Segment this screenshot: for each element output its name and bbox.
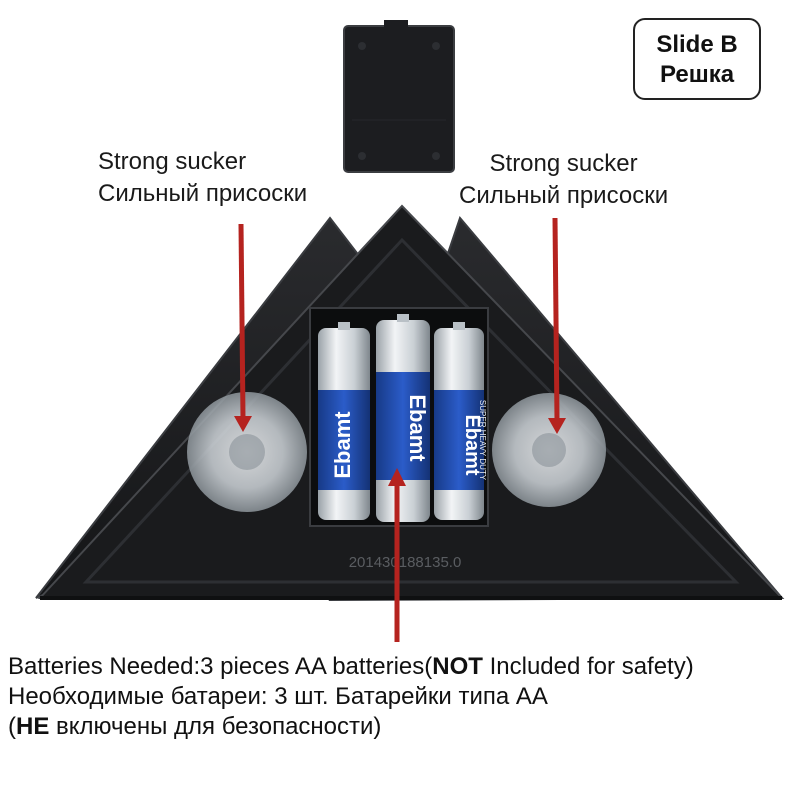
caption-line-1-prefix: Batteries Needed:3 pieces AA batteries( — [8, 653, 433, 680]
caption-line-3-bold: НЕ — [16, 713, 50, 740]
battery-brand-3: Ebamt — [461, 414, 483, 475]
batteries: Ebamt Ebamt Ebamt SUPER HEAVY DUTY — [318, 314, 487, 522]
caption-line-1-bold: NOT — [432, 653, 483, 680]
caption-line-3-suffix: включены для безопасности) — [49, 713, 382, 740]
battery-spec-label: SUPER HEAVY DUTY — [478, 400, 487, 481]
battery-3 — [434, 322, 484, 520]
arrow-right — [548, 217, 566, 434]
sucker-label-right-en: Strong sucker — [489, 150, 638, 177]
sucker-label-left-ru: Сильный присоски — [98, 180, 308, 207]
sucker-label-right: Strong sucker Сильный присоски — [459, 148, 668, 212]
arrow-center — [388, 468, 406, 642]
suction-cup-left — [187, 392, 307, 512]
badge-line-1: Slide B — [656, 31, 738, 58]
slide-badge: Slide B Решка — [633, 18, 761, 100]
caption-line-3: (НЕ включены для безопасности) — [8, 712, 798, 742]
caption-line-1-suffix: Included for safety) — [482, 653, 694, 680]
battery-caption: Batteries Needed:3 pieces AA batteries(N… — [8, 652, 798, 742]
battery-2 — [376, 314, 430, 522]
caption-line-3-prefix: ( — [8, 713, 16, 740]
arrows — [234, 217, 566, 642]
suction-cup-right — [492, 393, 606, 507]
arrow-left — [234, 223, 252, 432]
sucker-label-left-en: Strong sucker — [98, 148, 247, 175]
badge-line-2: Решка — [659, 61, 735, 88]
serial-number: 201430188135.0 — [349, 554, 462, 571]
caption-line-1: Batteries Needed:3 pieces AA batteries(N… — [8, 652, 798, 682]
battery-1 — [318, 322, 370, 520]
sucker-label-left: Strong sucker Сильный присоски — [98, 146, 307, 210]
battery-brand-2: Ebamt — [405, 394, 430, 462]
sucker-label-right-ru: Сильный присоски — [459, 182, 669, 209]
battery-brand-1: Ebamt — [330, 411, 355, 479]
caption-line-2: Необходимые батареи: 3 шт. Батарейки тип… — [8, 683, 548, 710]
battery-cover — [343, 20, 455, 173]
